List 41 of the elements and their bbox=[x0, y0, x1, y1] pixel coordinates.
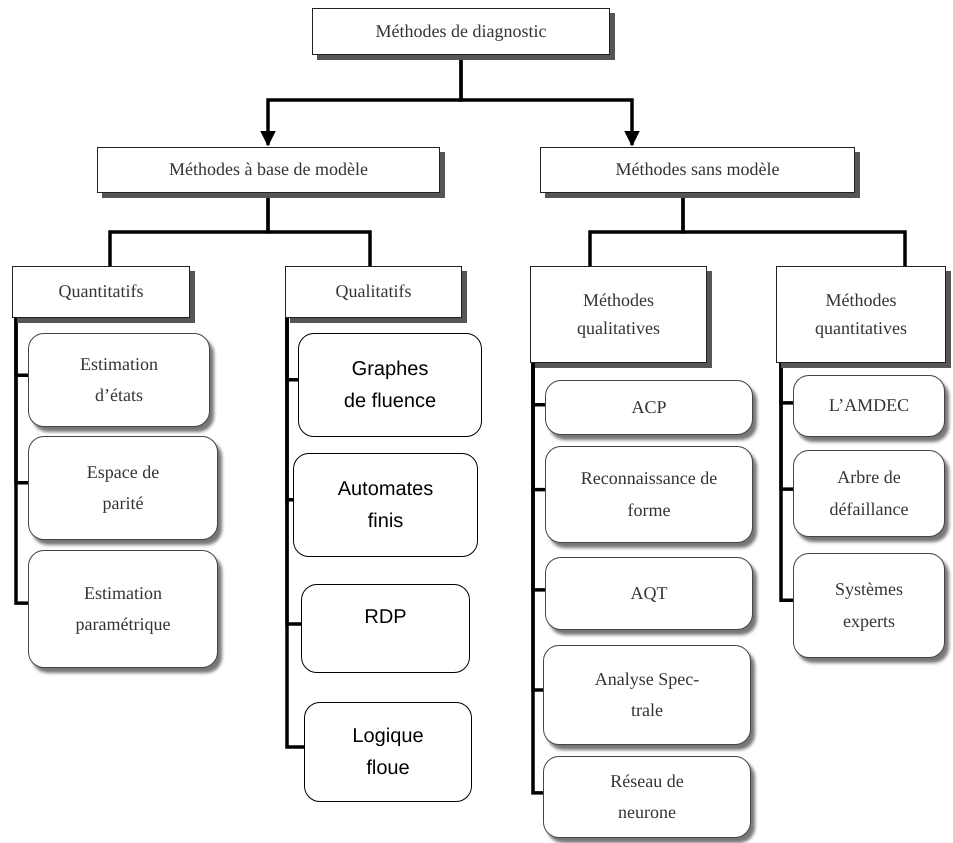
node-label: Méthodes sans modèle bbox=[616, 158, 780, 182]
method-box bbox=[293, 453, 478, 557]
method-box bbox=[793, 553, 945, 658]
method-box bbox=[543, 756, 751, 838]
node-label: Réseau de neurone bbox=[609, 770, 685, 824]
connector-line bbox=[14, 318, 28, 605]
node-label: Méthodes de diagnostic bbox=[376, 20, 546, 43]
node-label: Automates finis bbox=[336, 477, 434, 534]
node-label: Systèmes experts bbox=[834, 578, 904, 633]
connector-line bbox=[531, 363, 543, 795]
method-box bbox=[545, 557, 753, 630]
method-box bbox=[28, 550, 218, 668]
method-box bbox=[793, 450, 945, 537]
node-label: L’AMDEC bbox=[828, 394, 910, 418]
node-label: AQT bbox=[630, 582, 668, 605]
node-label: Logique floue bbox=[351, 724, 425, 781]
method-box bbox=[28, 333, 210, 427]
node-label: Estimation paramétrique bbox=[74, 582, 172, 636]
method-box bbox=[545, 380, 753, 435]
connector-line bbox=[779, 363, 793, 602]
method-box bbox=[298, 333, 482, 437]
node-label: Graphes de fluence bbox=[342, 357, 438, 414]
node-label: Estimation d’états bbox=[79, 352, 159, 407]
node-label: Espace de parité bbox=[86, 460, 160, 515]
node-label: Quantitatifs bbox=[58, 280, 144, 304]
node-label: RDP bbox=[364, 605, 407, 630]
node-label: Analyse Spec- trale bbox=[594, 668, 700, 722]
node-label: Qualitatifs bbox=[336, 280, 412, 304]
node-label: Reconnaissance de forme bbox=[580, 467, 718, 522]
node-label: ACP bbox=[631, 396, 666, 419]
method-box bbox=[301, 584, 470, 673]
node-label: Méthodes quantitatives bbox=[814, 288, 908, 340]
connector-line bbox=[285, 318, 304, 749]
node-label: Arbre de défaillance bbox=[828, 466, 910, 520]
method-box bbox=[793, 375, 945, 437]
method-box bbox=[545, 446, 753, 543]
node-label: Méthodes qualitatives bbox=[576, 288, 661, 340]
method-box bbox=[28, 436, 218, 540]
node-label: Méthodes à base de modèle bbox=[169, 158, 368, 182]
method-box bbox=[304, 702, 472, 802]
method-box bbox=[543, 645, 751, 745]
